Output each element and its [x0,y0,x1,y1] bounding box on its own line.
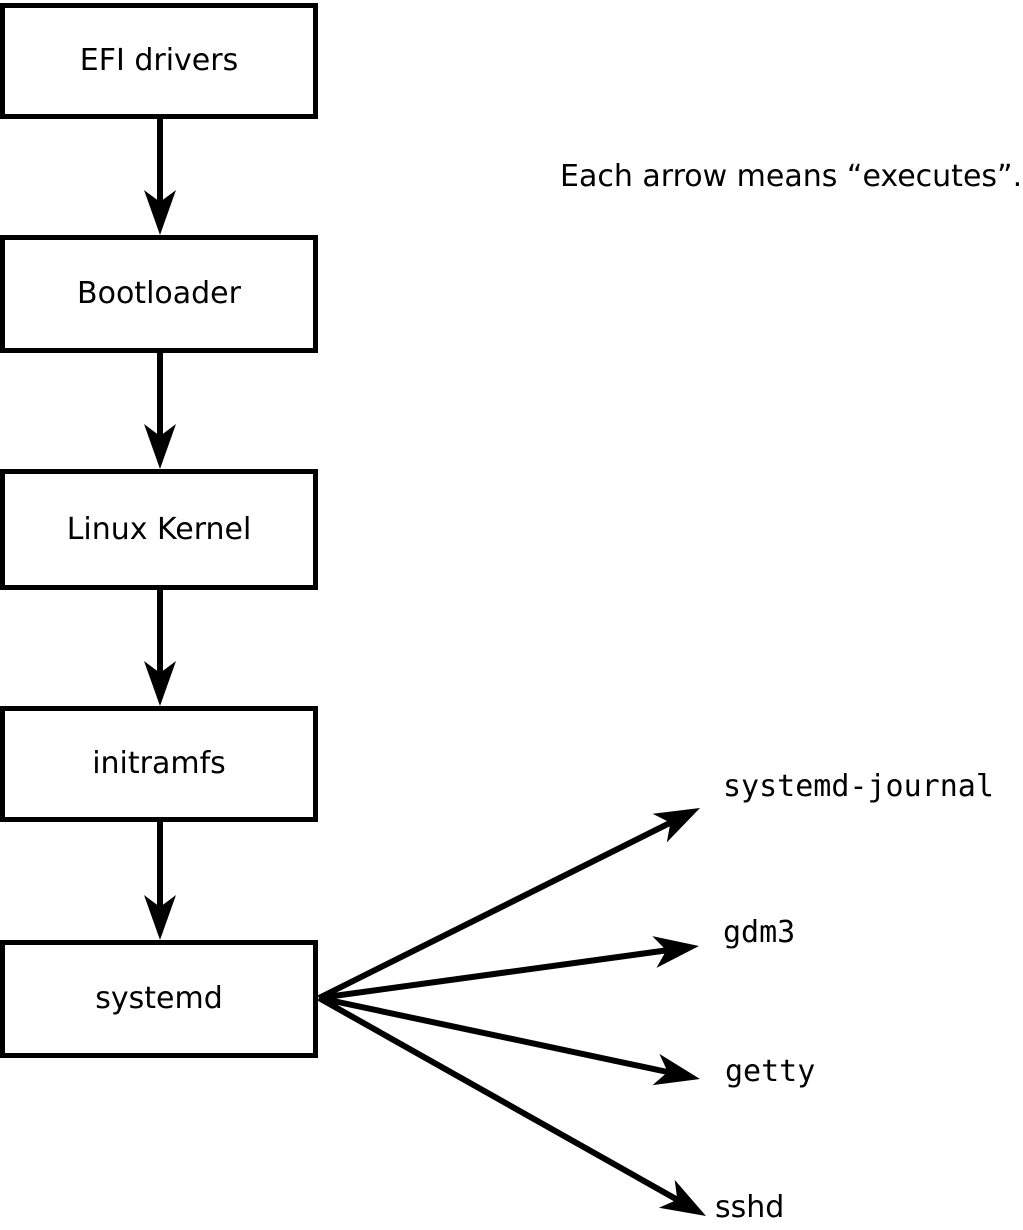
label-systemd-journal: systemd-journal [723,769,994,804]
arrow-systemd-to-getty [318,995,700,1086]
node-initramfs-label: initramfs [92,746,226,781]
label-gdm3: gdm3 [723,915,796,950]
arrow-efi-to-bootloader [144,119,176,235]
arrow-bootloader-to-kernel [144,353,176,469]
arrow-kernel-to-initramfs [144,590,176,706]
node-linux-kernel-label: Linux Kernel [66,511,252,547]
arrow-initramfs-to-systemd [144,822,176,940]
arrow-meaning-note: Each arrow means “executes”. [560,159,1023,194]
node-systemd: systemd [0,940,318,1058]
arrow-systemd-to-journal [317,808,700,1001]
label-sshd: sshd [715,1190,785,1225]
node-efi-drivers-label: EFI drivers [79,43,239,78]
node-bootloader: Bootloader [0,235,318,353]
arrow-systemd-to-gdm3 [318,936,699,1001]
node-linux-kernel: Linux Kernel [0,469,318,590]
node-systemd-label: systemd [95,981,223,1016]
node-efi-drivers: EFI drivers [0,3,318,119]
node-bootloader-label: Bootloader [77,276,241,311]
label-getty: getty [725,1054,816,1089]
node-initramfs: initramfs [0,706,318,822]
arrow-systemd-to-sshd [317,995,706,1216]
